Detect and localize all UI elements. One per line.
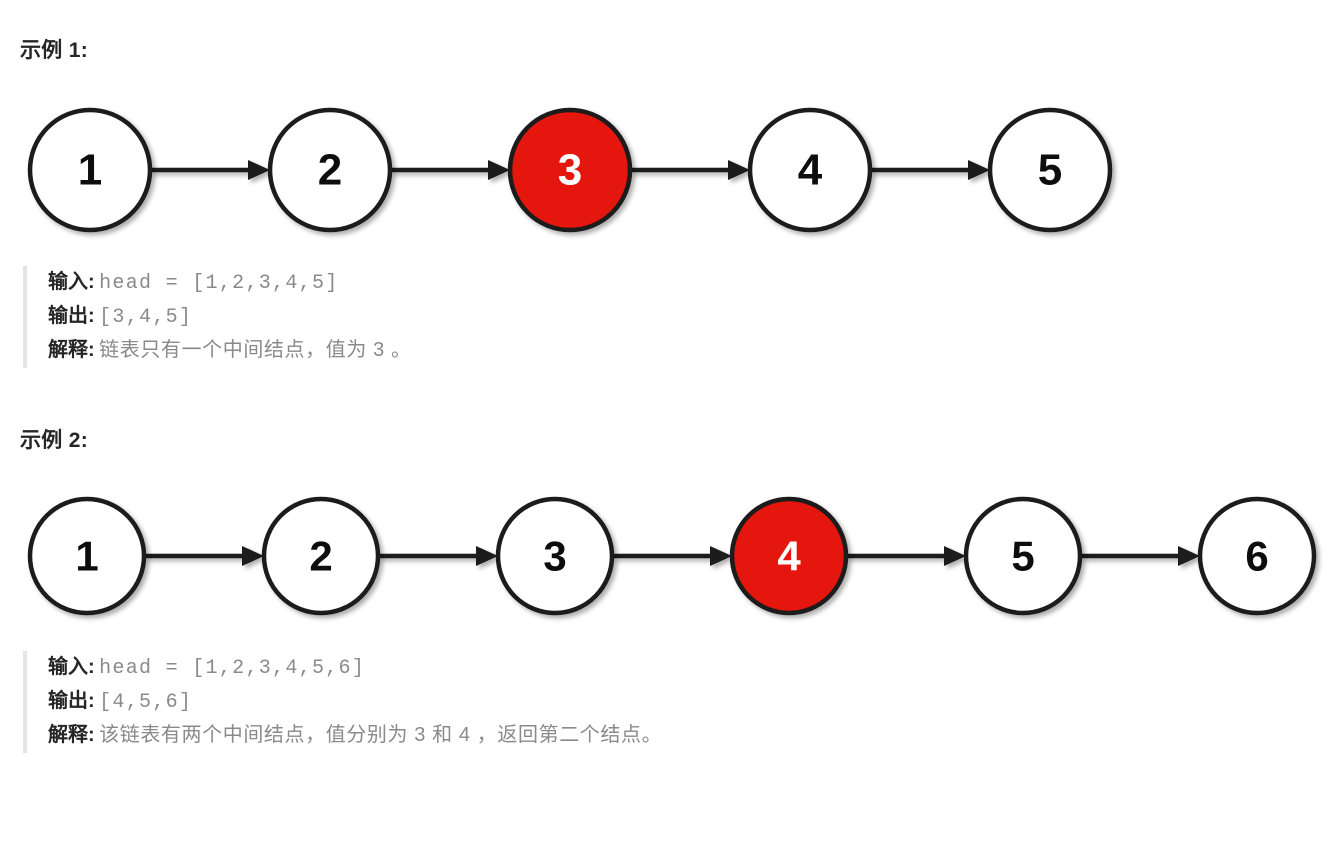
list-node-label: 2 <box>318 146 342 195</box>
example-1-linked-list-diagram: 1 2 3 4 5 <box>0 100 1331 245</box>
arrow-connector <box>870 160 990 180</box>
example-1-info-block: 输入: head = [1,2,3,4,5] 输出: [3,4,5] 解释: 链… <box>23 266 412 368</box>
example-1-output-line: 输出: [3,4,5] <box>48 300 412 334</box>
arrow-connector <box>630 160 750 180</box>
list-node-label: 5 <box>1038 146 1062 195</box>
arrow-connector <box>378 546 498 566</box>
list-node: 3 <box>495 496 615 616</box>
list-node: 4 <box>747 107 873 233</box>
list-node-highlighted: 4 <box>729 496 849 616</box>
example-2-heading: 示例 2: <box>20 429 89 452</box>
list-node: 5 <box>963 496 1083 616</box>
list-node: 2 <box>267 107 393 233</box>
input-value: head = [1,2,3,4,5,6] <box>99 657 366 680</box>
example-1-heading: 示例 1: <box>20 39 89 62</box>
input-label: 输入: <box>48 271 95 293</box>
example-1-input-line: 输入: head = [1,2,3,4,5] <box>48 266 412 300</box>
output-label: 输出: <box>48 690 95 712</box>
explain-value: 链表只有一个中间结点，值为 3 。 <box>99 339 412 361</box>
arrow-connector <box>1080 546 1200 566</box>
linked-list-svg-2: 1 2 3 4 5 6 <box>27 496 1317 616</box>
output-value: [4,5,6] <box>99 691 193 714</box>
list-node-label: 4 <box>777 533 801 580</box>
example-2-info-block: 输入: head = [1,2,3,4,5,6] 输出: [4,5,6] 解释:… <box>23 651 662 753</box>
linked-list-svg-1: 1 2 3 4 5 <box>27 107 1113 233</box>
example-1-explain-line: 解释: 链表只有一个中间结点，值为 3 。 <box>48 334 412 368</box>
example-2-explain-line: 解释: 该链表有两个中间结点，值分别为 3 和 4 ，返回第二个结点。 <box>48 719 662 753</box>
list-node-label: 3 <box>558 146 582 195</box>
list-node-label: 1 <box>78 146 102 195</box>
arrow-connector <box>390 160 510 180</box>
input-value: head = [1,2,3,4,5] <box>99 272 339 295</box>
list-node: 5 <box>987 107 1113 233</box>
input-label: 输入: <box>48 656 95 678</box>
arrow-connector <box>144 546 264 566</box>
explain-value: 该链表有两个中间结点，值分别为 3 和 4 ，返回第二个结点。 <box>99 724 663 746</box>
explain-label: 解释: <box>48 339 95 361</box>
explain-label: 解释: <box>48 724 95 746</box>
list-node-label: 3 <box>543 533 566 580</box>
arrow-connector <box>846 546 966 566</box>
list-node: 2 <box>261 496 381 616</box>
arrow-connector <box>150 160 270 180</box>
list-node: 1 <box>27 107 153 233</box>
example-2-output-line: 输出: [4,5,6] <box>48 685 662 719</box>
list-node-highlighted: 3 <box>507 107 633 233</box>
list-node-label: 4 <box>798 146 823 195</box>
list-node-label: 1 <box>75 533 98 580</box>
output-value: [3,4,5] <box>99 306 193 329</box>
list-node-label: 2 <box>309 533 332 580</box>
arrow-connector <box>612 546 732 566</box>
example-2-linked-list-diagram: 1 2 3 4 5 6 <box>0 488 1331 628</box>
list-node-label: 6 <box>1245 533 1268 580</box>
list-node: 6 <box>1197 496 1317 616</box>
example-2-input-line: 输入: head = [1,2,3,4,5,6] <box>48 651 662 685</box>
list-node-label: 5 <box>1011 533 1034 580</box>
output-label: 输出: <box>48 305 95 327</box>
list-node: 1 <box>27 496 147 616</box>
